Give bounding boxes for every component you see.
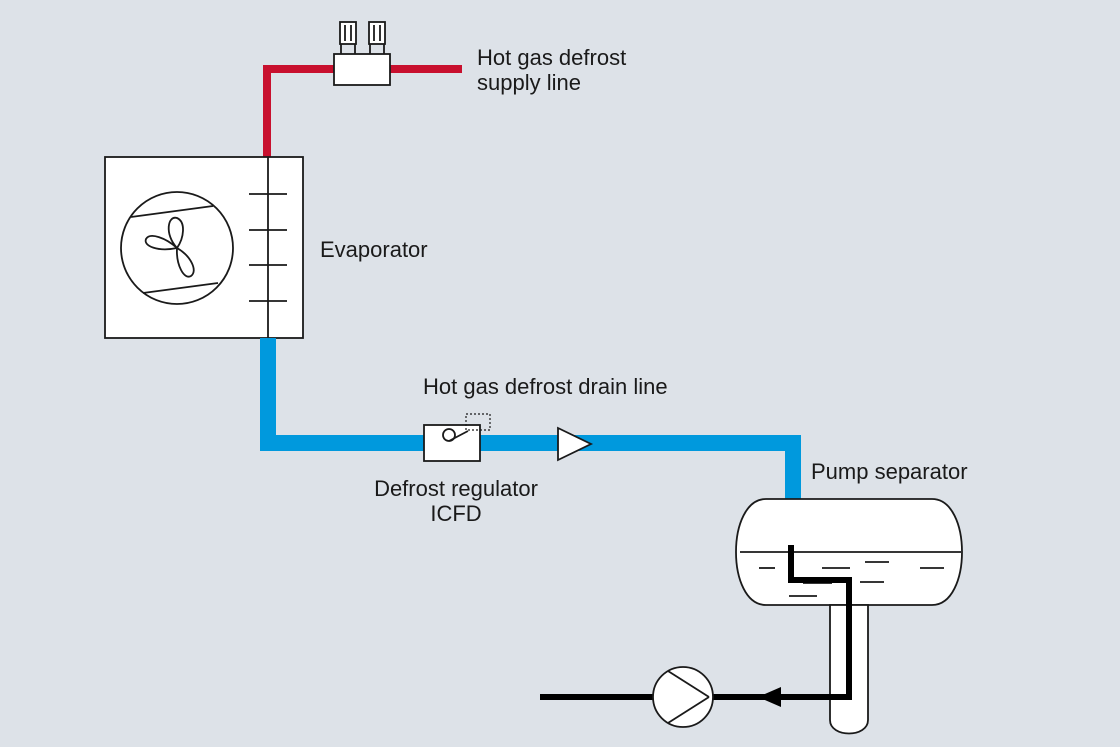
regulator-label: Defrost regulator ICFD <box>351 476 561 526</box>
fan-icon <box>120 191 234 305</box>
drain-pipe <box>260 338 801 543</box>
hot-gas-supply-line <box>263 65 462 157</box>
supply-line-label: Hot gas defrost supply line <box>477 45 626 95</box>
regulator-label-line2: ICFD <box>430 501 482 526</box>
evaporator-unit <box>104 156 304 339</box>
liquid-pipe <box>540 545 852 700</box>
pump-icon <box>652 666 714 728</box>
supply-line-label-line2: supply line <box>477 70 581 95</box>
separator-label: Pump separator <box>811 459 968 484</box>
solenoid-valve-icon <box>333 21 391 86</box>
supply-pipe <box>263 65 462 157</box>
evaporator-label: Evaporator <box>320 237 428 262</box>
defrost-regulator-icon <box>423 413 491 462</box>
liquid-line <box>540 545 852 700</box>
regulator-label-line1: Defrost regulator <box>374 476 538 501</box>
drain-line-label: Hot gas defrost drain line <box>423 374 668 399</box>
flow-arrow-icon <box>758 687 781 707</box>
supply-line-label-line1: Hot gas defrost <box>477 45 627 70</box>
check-valve-icon <box>557 426 594 462</box>
hot-gas-drain-line <box>260 338 801 543</box>
